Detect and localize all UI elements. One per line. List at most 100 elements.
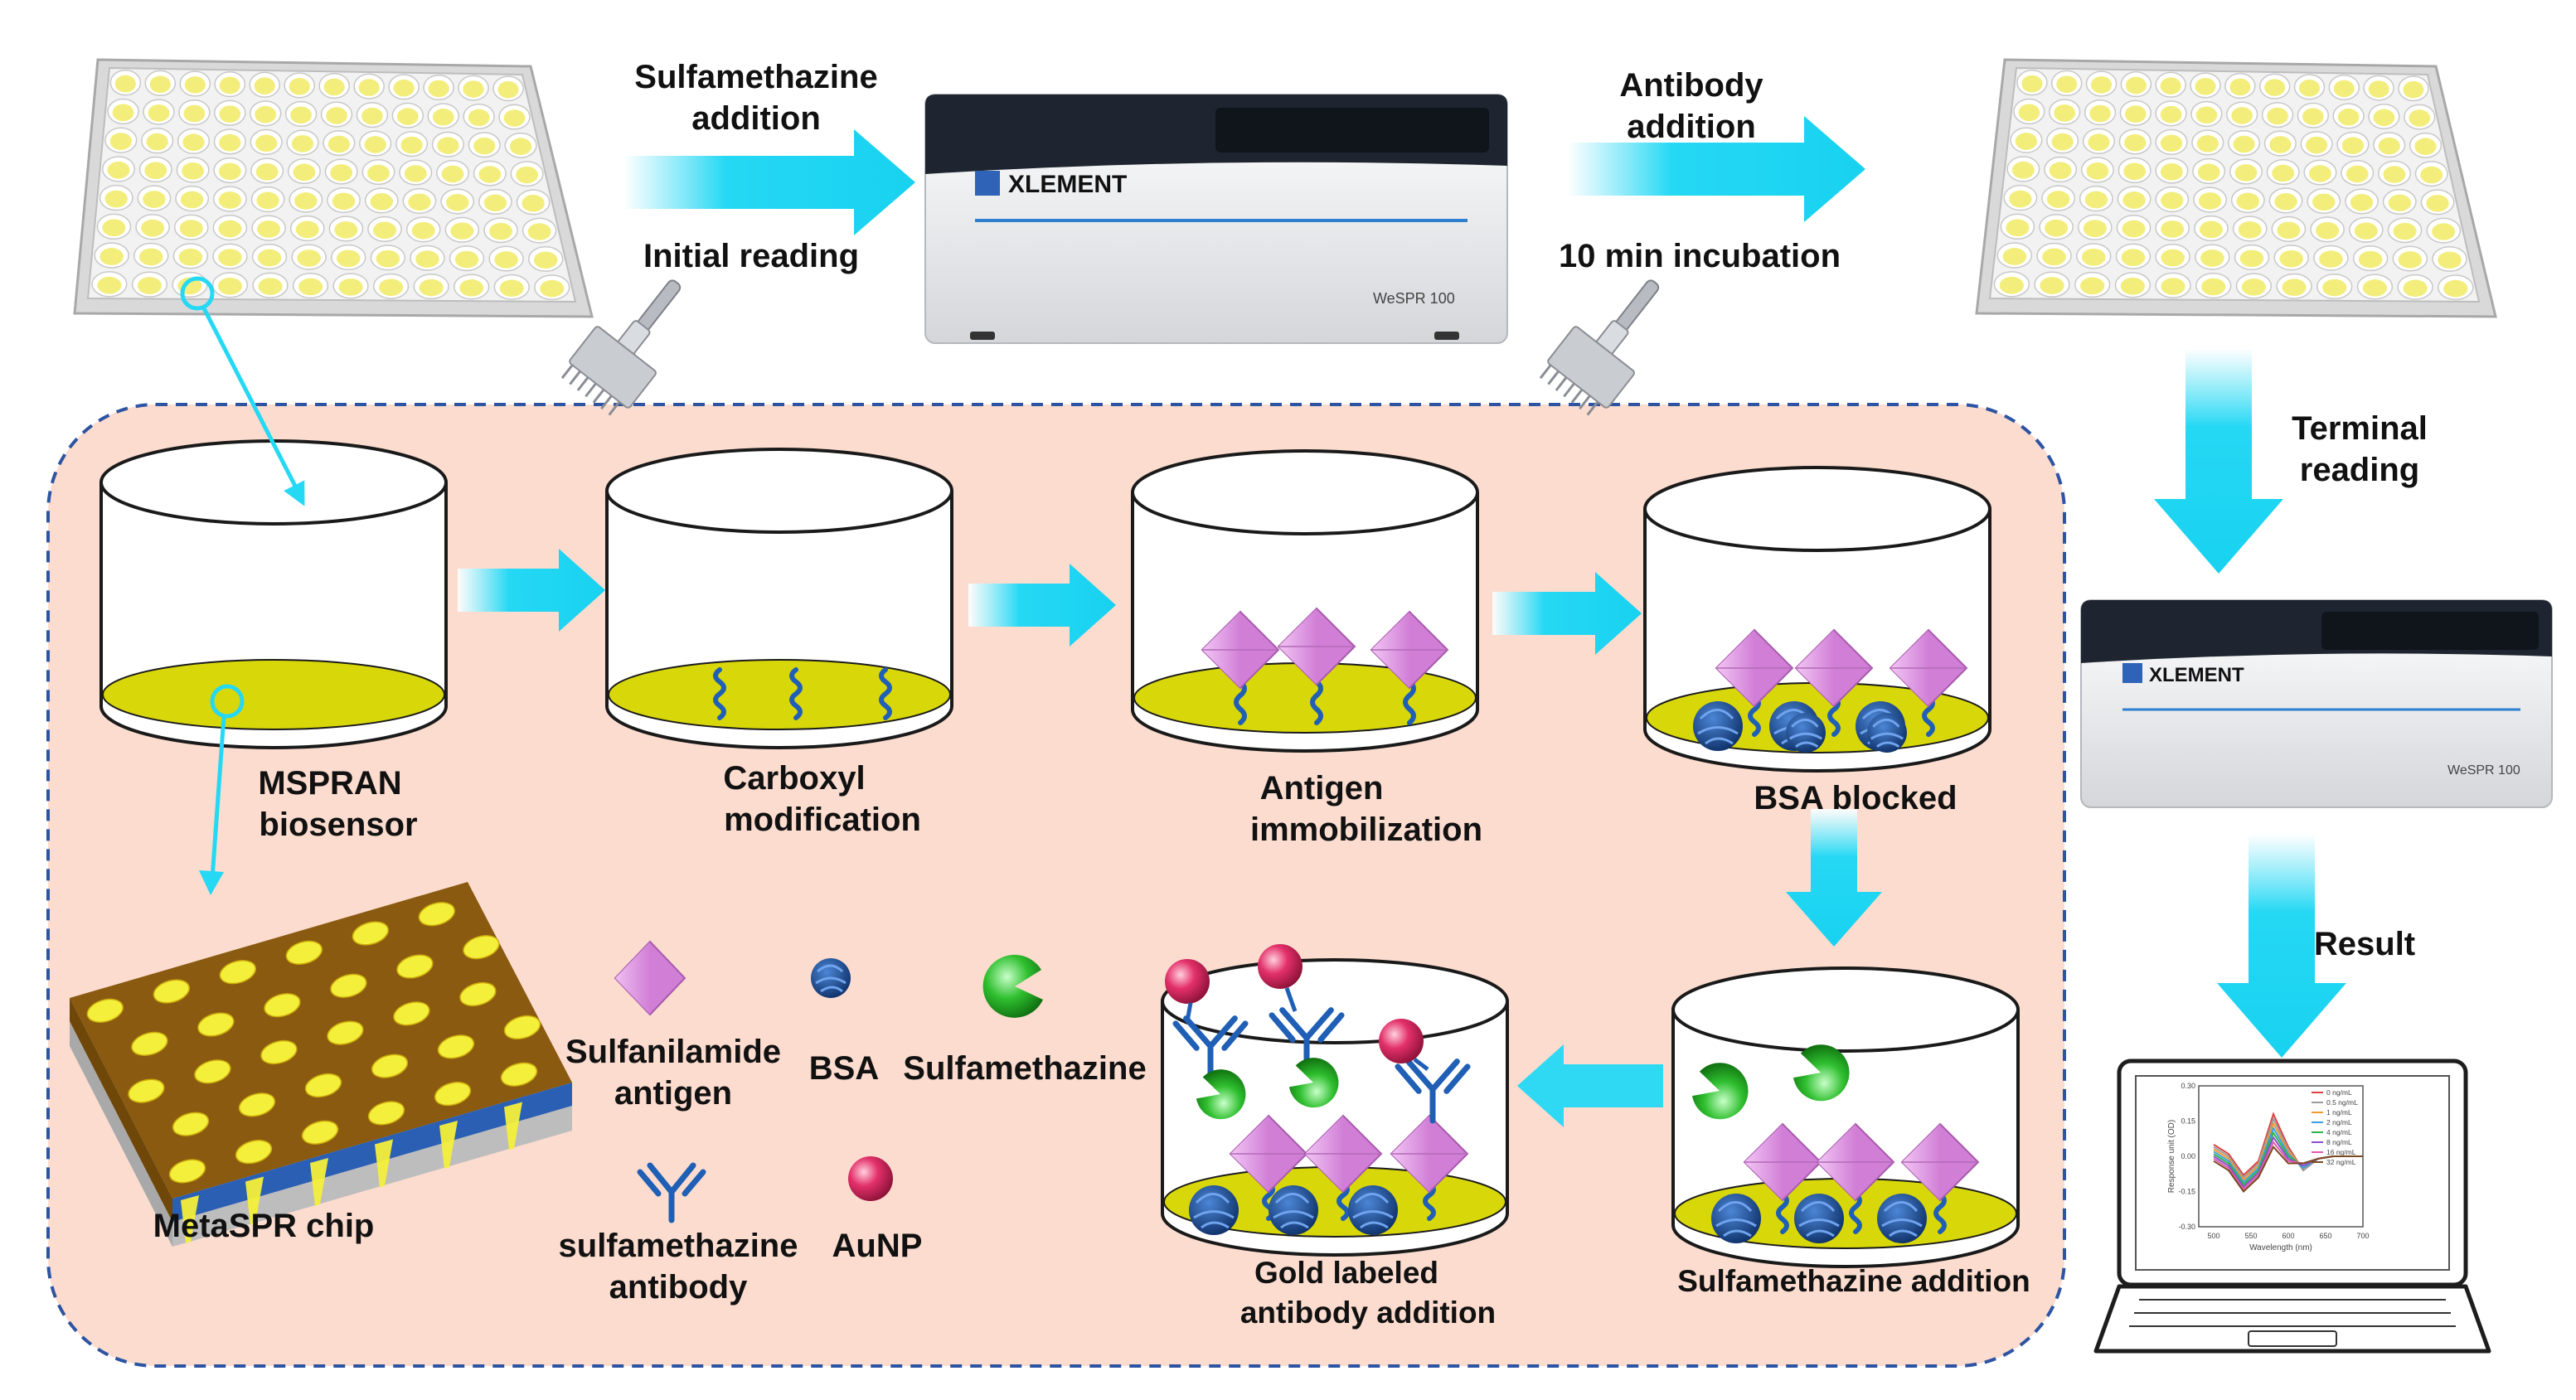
y-tick-label: -0.30: [2178, 1223, 2195, 1231]
nanohole: [219, 960, 256, 985]
antigen: [1229, 1114, 1308, 1194]
xlement-logo-icon-2: [2122, 663, 2142, 683]
nanohole: [330, 973, 367, 998]
series-line: [2213, 1145, 2363, 1194]
nanohole: [260, 1039, 298, 1065]
legend-bsa-label: BSA: [809, 1050, 879, 1087]
y-tick-label: 0.15: [2181, 1117, 2195, 1126]
legend-entry: 1 ng/mL: [2326, 1108, 2352, 1117]
aunp: [1165, 959, 1210, 1004]
arrow-step-3: [1492, 572, 1642, 655]
antigen: [1900, 1122, 1980, 1202]
well-3: [1131, 449, 1479, 753]
label-antigen-imm-1: Antigen: [1260, 770, 1384, 807]
sulfamethazine: [1196, 1069, 1246, 1120]
nanohole: [128, 1078, 165, 1103]
sulfamethazine: [1793, 1044, 1850, 1102]
label-carboxyl-2: modification: [724, 802, 921, 838]
pipette-icon: [560, 279, 682, 416]
bsa: [1693, 701, 1743, 751]
xlement-logo-icon: [975, 171, 1000, 196]
antibody-3: [1395, 1058, 1471, 1124]
aunp: [1379, 1019, 1424, 1063]
nanohole: [285, 940, 323, 965]
legend-aunp-label: AuNP: [832, 1228, 923, 1264]
label-metaspr-chip: MetaSPR chip: [153, 1208, 375, 1244]
sulfamethazine: [1288, 1058, 1339, 1108]
arrow-result: [2217, 834, 2346, 1058]
label-antigen-imm-2: immobilization: [1250, 811, 1482, 848]
antigen: [1201, 610, 1280, 690]
well-2: [605, 448, 953, 749]
metaspr-chip: [70, 882, 572, 1247]
y-tick-label: 0.00: [2181, 1152, 2195, 1160]
instrument-model-2: WeSPR 100: [2447, 763, 2520, 778]
nanohole: [463, 935, 500, 960]
label-mspran-1: MSPRAN: [258, 765, 401, 802]
nanohole: [153, 979, 190, 1004]
x-tick-label: 600: [2282, 1232, 2294, 1240]
arrow-antibody-addition: [1567, 116, 1865, 222]
label-gold-labeled-1: Gold labeled: [1254, 1256, 1438, 1290]
spr-instrument-top: XLEMENT WeSPR 100: [924, 94, 1508, 344]
label-incubation: 10 min incubation: [1559, 238, 1841, 274]
antigen: [1277, 607, 1356, 686]
legend-sulfamethazine-label: Sulfamethazine: [903, 1050, 1146, 1087]
antigen: [1370, 610, 1449, 690]
nanohole: [393, 1001, 430, 1026]
legend-entry: 0 ng/mL: [2326, 1088, 2352, 1097]
legend-antigen-icon: [614, 940, 686, 1016]
legend-antibody-label-1: sulfamethazine: [559, 1228, 798, 1264]
antibody-2: [1269, 1007, 1345, 1073]
legend-entry: 16 ng/mL: [2326, 1148, 2356, 1156]
nanohole: [235, 1139, 273, 1165]
bsa: [1269, 1185, 1318, 1235]
antigen: [1794, 628, 1874, 708]
arrow-sulfa-addition: [623, 129, 915, 235]
legend-sulfamethazine-icon: [982, 954, 1043, 1018]
nanohole: [238, 1092, 276, 1117]
antigen: [1390, 1114, 1469, 1194]
nanohole: [371, 1054, 409, 1078]
legend-antigen-label-2: antigen: [614, 1075, 732, 1112]
antigen: [1715, 628, 1794, 708]
x-tick-label: 650: [2319, 1232, 2331, 1240]
label-terminal-reading-1: Terminal: [2292, 410, 2428, 447]
label-antibody-addition-2: addition: [1627, 109, 1756, 145]
label-antibody-addition-1: Antibody: [1619, 67, 1763, 104]
reaction-wells: [99, 439, 2020, 1268]
legend-antigen-label-1: Sulfanilamide: [565, 1034, 781, 1070]
carboxyl-linker: [879, 667, 892, 720]
well-rim: [1161, 958, 1509, 1044]
instrument-model: WeSPR 100: [1373, 290, 1455, 307]
instrument-brand-2: XLEMENT: [2149, 664, 2244, 686]
bsa: [1189, 1185, 1239, 1235]
nanohole: [418, 902, 455, 927]
legend-entry: 0.5 ng/mL: [2326, 1098, 2358, 1107]
legend-entry: 32 ng/mL: [2326, 1158, 2356, 1166]
y-tick-label: -0.15: [2178, 1188, 2195, 1196]
nanohole: [434, 1081, 472, 1107]
nanohole: [304, 1073, 342, 1098]
instrument-brand: XLEMENT: [1008, 171, 1127, 198]
legend-entry: 4 ng/mL: [2326, 1128, 2352, 1136]
bsa: [1348, 1185, 1398, 1235]
label-terminal-reading-2: reading: [2300, 452, 2419, 488]
label-initial-reading: Initial reading: [643, 238, 859, 274]
nanohole: [437, 1034, 475, 1059]
label-result: Result: [2314, 926, 2415, 962]
arrow-step-2: [968, 564, 1116, 647]
well-rim: [99, 439, 448, 526]
well-rim: [1671, 966, 2020, 1053]
legend-entry: 8 ng/mL: [2326, 1138, 2352, 1146]
well-rim: [1643, 466, 1991, 552]
well-rim: [605, 448, 953, 534]
antigen: [1743, 1122, 1822, 1202]
well-1: [99, 439, 448, 749]
y-axis-label: Response unit (OD): [2167, 1120, 2176, 1193]
nanohole: [168, 1159, 206, 1184]
microplate-right: [1975, 58, 2497, 318]
nanohole: [194, 1059, 231, 1084]
label-sulfamethazine-addition-well: Sulfamethazine addition: [1677, 1264, 2030, 1298]
